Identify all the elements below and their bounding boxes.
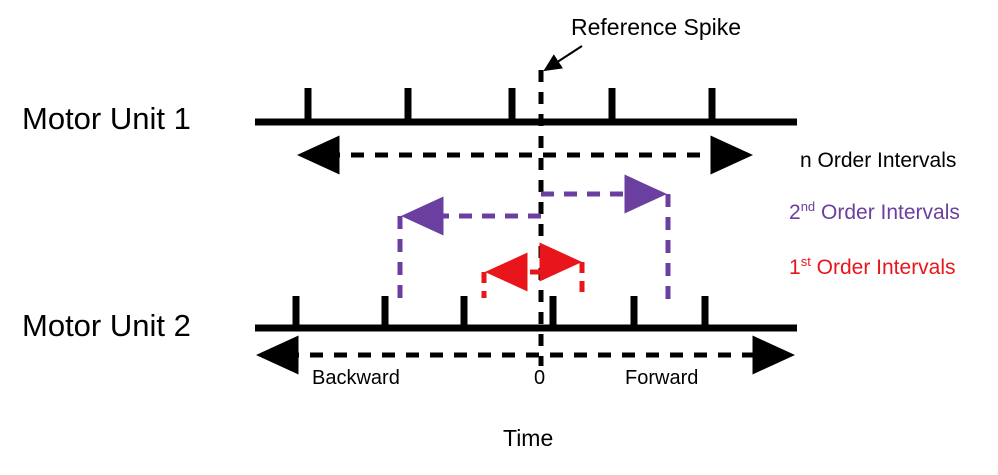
backward-axis-label: Backward bbox=[312, 367, 400, 389]
first-order-prefix: 1 bbox=[789, 256, 801, 279]
zero-axis-label: 0 bbox=[534, 367, 546, 389]
first-order-intervals-label: 1st Order Intervals bbox=[789, 254, 956, 279]
second-order-prefix: 2 bbox=[789, 201, 801, 224]
reference-spike-label: Reference Spike bbox=[571, 14, 742, 40]
second-order-rest: Order Intervals bbox=[815, 201, 960, 224]
reference-spike-pointer bbox=[543, 45, 583, 72]
first-order-superscript: st bbox=[800, 254, 811, 269]
motor-unit-1-label: Motor Unit 1 bbox=[22, 101, 191, 136]
n-order-intervals-label: n Order Intervals bbox=[800, 149, 957, 172]
motor-unit-2-trace bbox=[255, 296, 797, 332]
first-order-backward-interval bbox=[481, 252, 541, 298]
forward-axis-label: Forward bbox=[625, 367, 699, 389]
first-order-rest: Order Intervals bbox=[810, 256, 956, 279]
motor-unit-2-label: Motor Unit 2 bbox=[22, 308, 191, 343]
second-order-superscript: nd bbox=[800, 199, 816, 214]
second-order-backward-interval bbox=[397, 196, 541, 300]
motor-unit-1-trace bbox=[255, 88, 797, 126]
second-order-intervals-label: 2nd Order Intervals bbox=[789, 199, 960, 224]
time-axis-title: Time bbox=[503, 425, 554, 451]
first-order-forward-interval bbox=[539, 242, 585, 298]
second-order-forward-interval bbox=[541, 174, 671, 300]
